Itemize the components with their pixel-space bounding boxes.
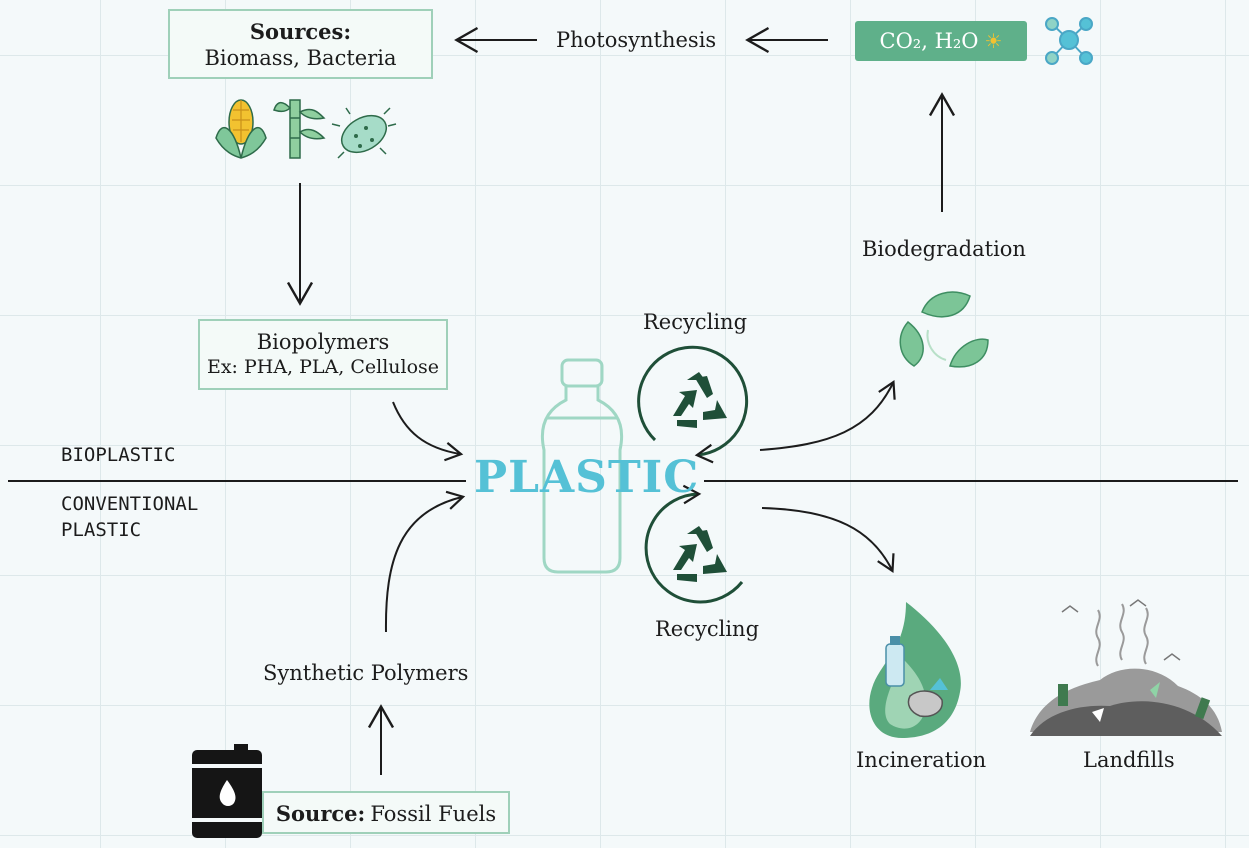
molecule-icon <box>1045 17 1093 65</box>
conventional-line2: PLASTIC <box>61 518 142 541</box>
conventional-plastic-label: CONVENTIONAL PLASTIC <box>61 492 198 543</box>
arrow-plastic-to-biodegradation <box>759 380 896 451</box>
bamboo-icon <box>273 99 326 159</box>
biopolymers-title: Biopolymers <box>256 330 390 354</box>
recycling-label-bottom: Recycling <box>655 617 760 641</box>
leaf-cycle-icon <box>899 291 989 368</box>
oil-barrel-icon <box>192 744 262 838</box>
recycle-icon <box>673 526 727 582</box>
photosynthesis-label: Photosynthesis <box>556 28 717 52</box>
sources-items: Biomass, Bacteria <box>204 46 397 70</box>
biopolymers-box: Biopolymers Ex: PHA, PLA, Cellulose <box>198 319 448 390</box>
incineration-label: Incineration <box>856 748 987 772</box>
fossil-items: Fossil Fuels <box>370 802 497 826</box>
sources-heading: Sources: <box>249 19 352 44</box>
fossil-heading: Source: <box>275 801 366 826</box>
arrow-biopolymers-to-plastic <box>392 401 464 462</box>
landfills-label: Landfills <box>1083 748 1175 772</box>
recycling-loop-bottom <box>644 484 744 604</box>
synthetic-polymers-label: Synthetic Polymers <box>263 661 469 685</box>
plastic-title: PLASTIC <box>474 452 700 503</box>
conventional-line1: CONVENTIONAL <box>61 493 199 515</box>
arrow-synthetic-to-plastic <box>384 490 466 633</box>
fire-icon <box>869 602 961 738</box>
landfill-icon <box>1030 599 1222 736</box>
biopolymers-examples: Ex: PHA, PLA, Cellulose <box>206 356 440 378</box>
corn-icon <box>215 99 267 159</box>
fossil-fuels-box: Source: Fossil Fuels <box>262 791 510 834</box>
arrow-plastic-to-disposal <box>761 507 895 573</box>
bioplastic-label: BIOPLASTIC <box>61 444 176 466</box>
co2-h2o-text: CO₂, H₂O <box>879 29 979 53</box>
sun-icon: ☀ <box>984 29 1003 53</box>
bottle-icon <box>540 358 624 574</box>
recycling-label-top: Recycling <box>643 310 748 334</box>
recycle-icon <box>673 372 727 428</box>
co2-h2o-badge: CO₂, H₂O ☀ <box>855 21 1027 61</box>
biodegradation-label: Biodegradation <box>862 237 1026 261</box>
sources-box: Sources: Biomass, Bacteria <box>168 9 433 79</box>
recycling-loop-top <box>637 345 749 464</box>
bacteria-icon <box>331 107 397 159</box>
